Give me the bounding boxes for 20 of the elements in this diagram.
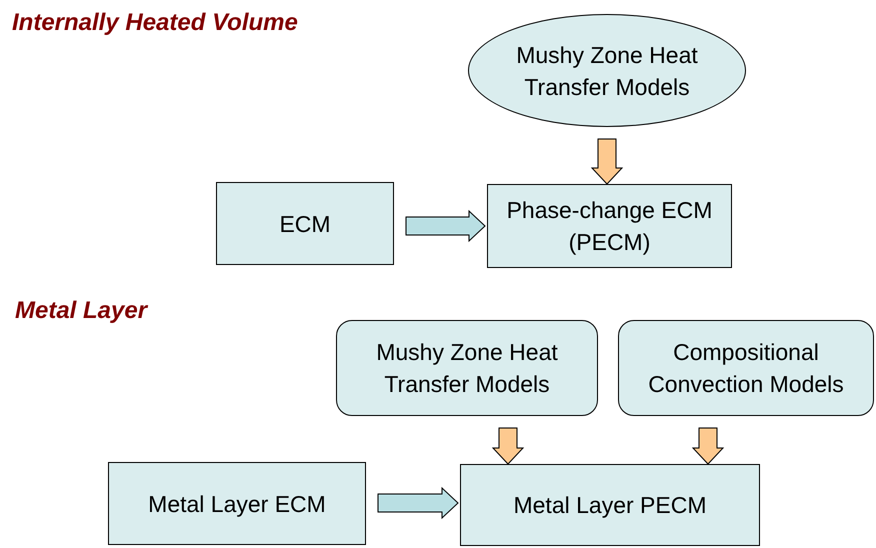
node-text: Metal Layer PECM [513,491,706,520]
node-text: Mushy Zone Heat Transfer Models [515,40,699,102]
process-box [460,464,760,546]
rounded-box [336,320,598,416]
block-arrow [492,428,524,465]
block-arrow [590,138,624,185]
node-text: Compositional Convection Models [647,338,845,399]
section-heading: Internally Heated Volume [12,8,298,38]
process-box [108,462,366,545]
block-arrow [378,486,459,520]
node-text: Metal Layer ECM [148,490,326,519]
node-text: Phase-change ECM (PECM) [506,196,714,257]
process-box [487,184,732,268]
section-heading: Metal Layer [15,296,148,326]
process-box [216,182,394,265]
block-arrow [406,210,486,242]
node-text: Mushy Zone Heat Transfer Models [375,338,559,399]
node-text: ECM [279,210,331,238]
rounded-box [618,320,874,416]
block-arrow [692,428,724,465]
